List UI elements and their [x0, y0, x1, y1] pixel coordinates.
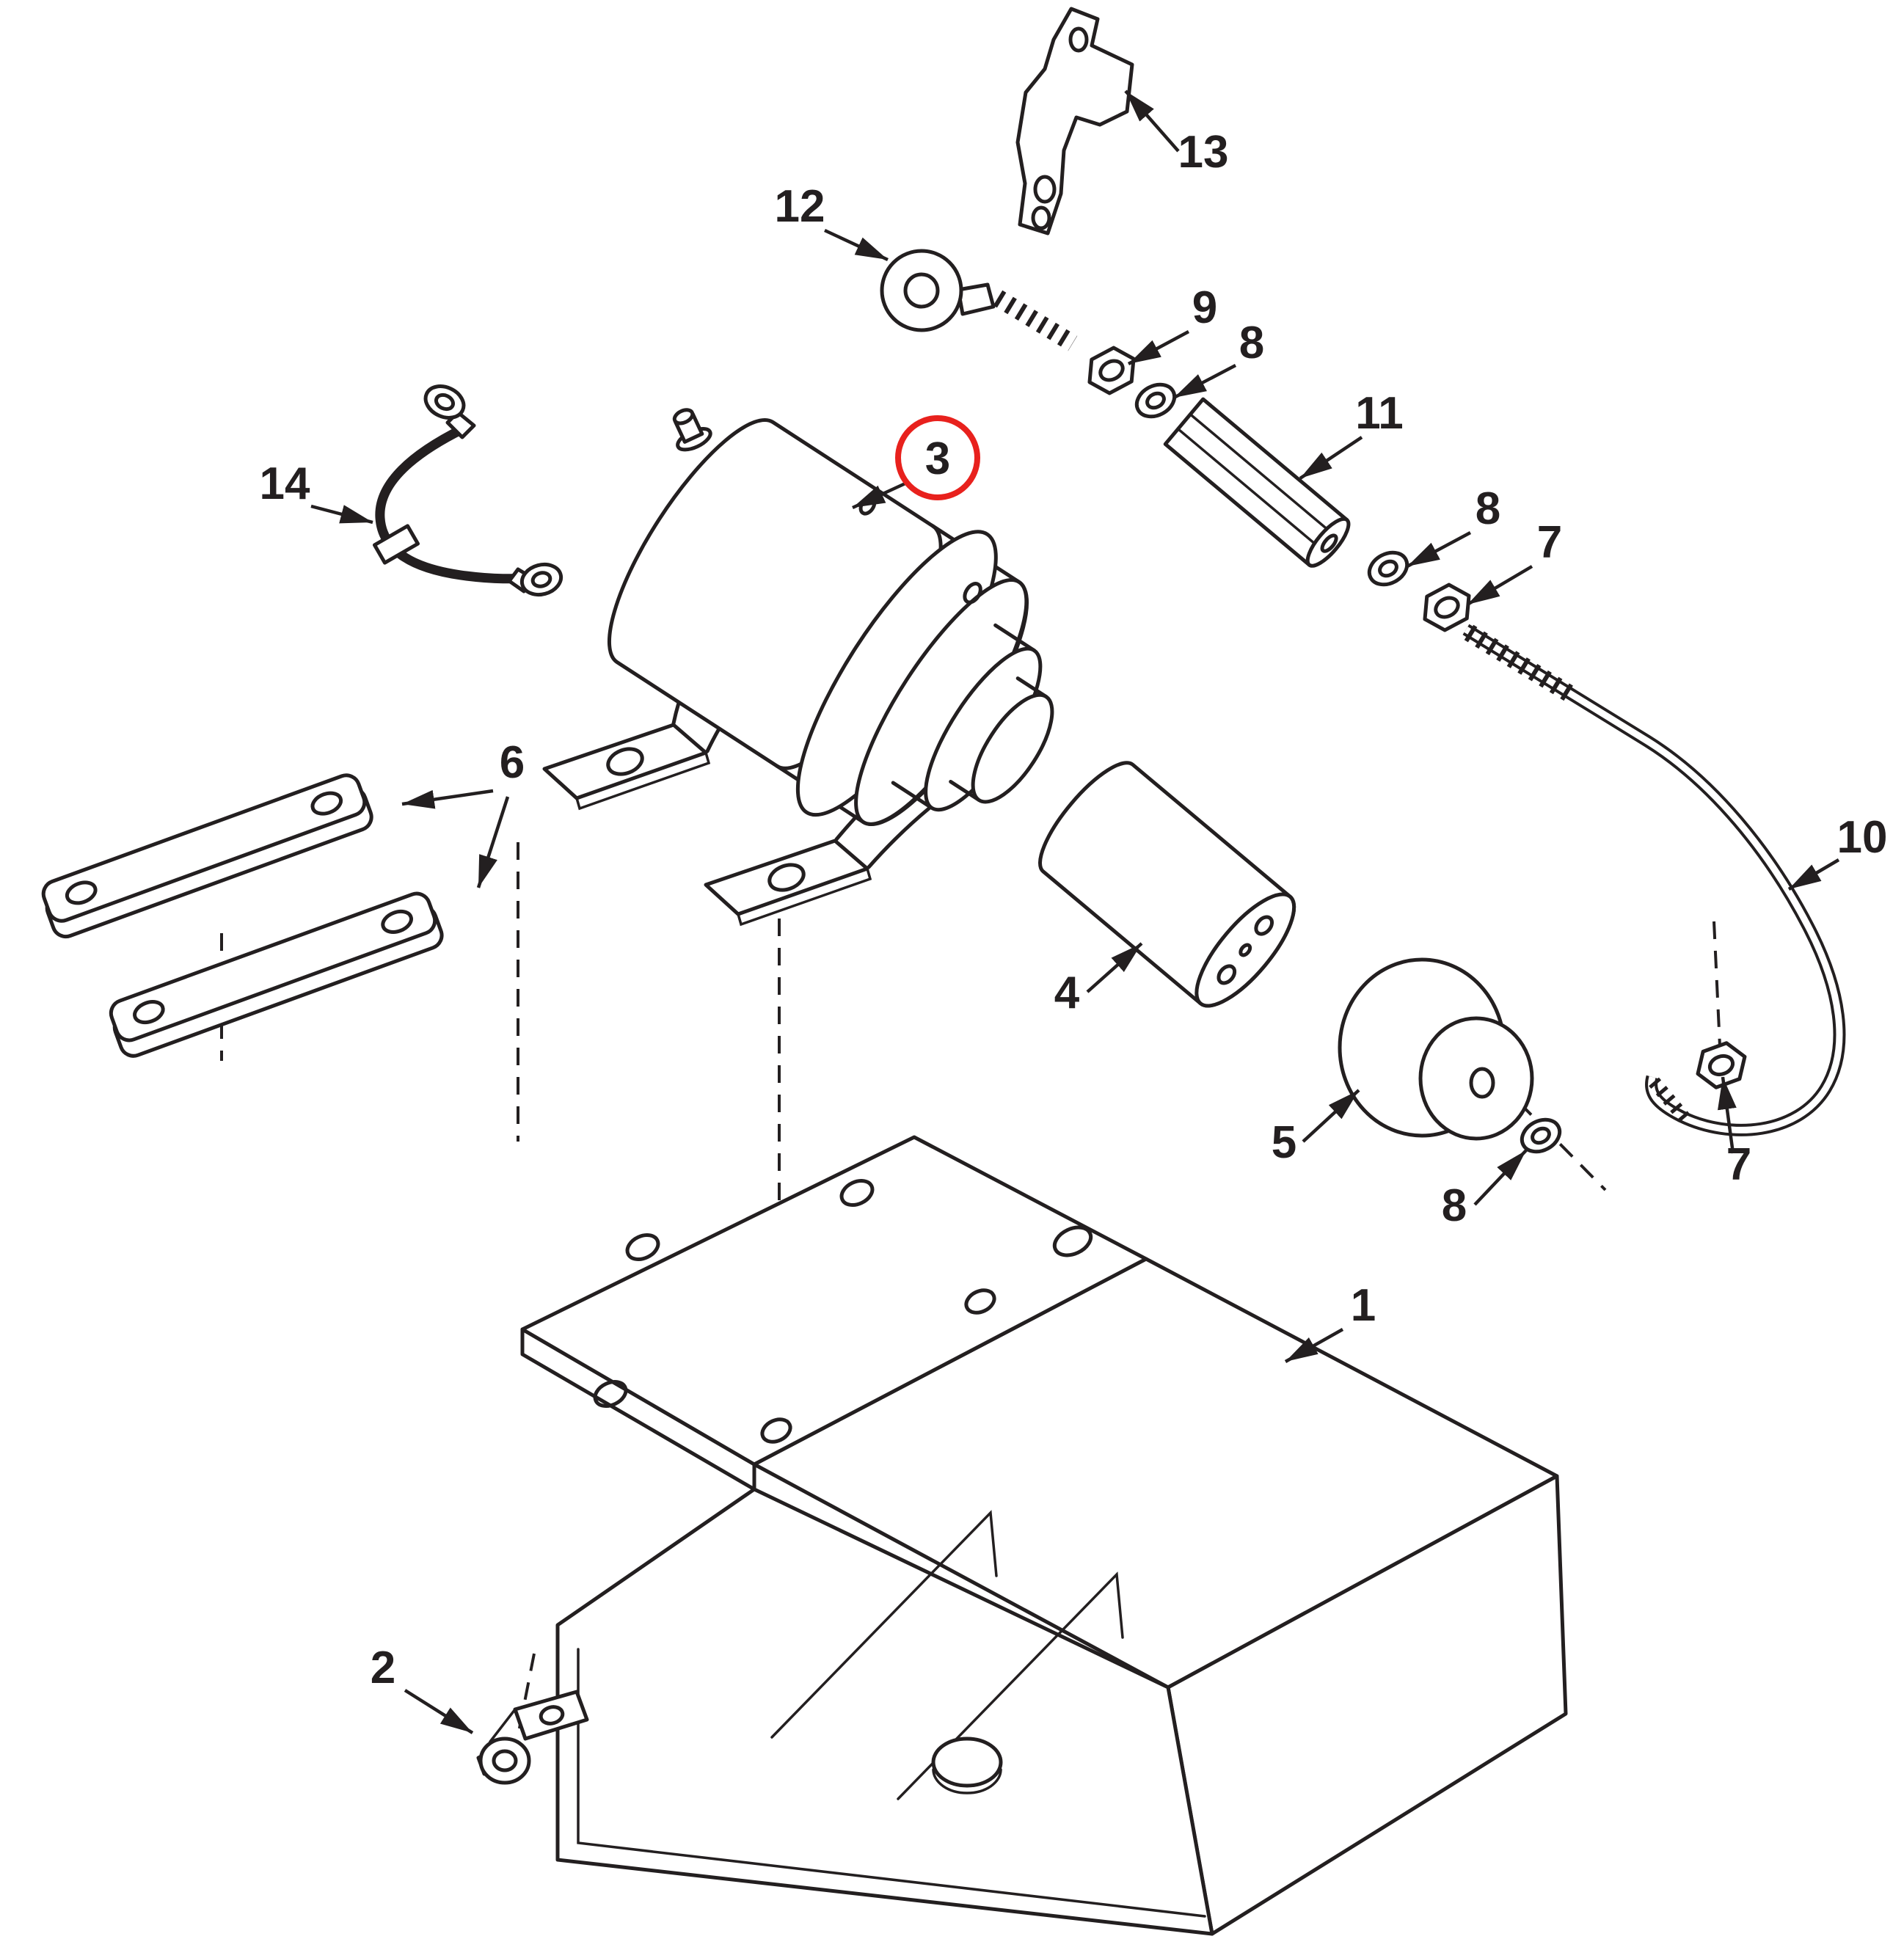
callout-12: 12 — [775, 181, 825, 232]
leader-line-8b — [1406, 531, 1472, 568]
part-1-base-drawing — [520, 1135, 1568, 1936]
callout-7a: 7 — [1537, 517, 1562, 568]
part-14-cable-drawing — [372, 384, 563, 597]
callout-13: 13 — [1178, 127, 1229, 178]
part-10-rod-drawing — [1462, 624, 1846, 1136]
leader-line-3 — [852, 481, 908, 510]
part-8-washer-b-drawing — [1364, 547, 1412, 591]
part-7-nut-b-drawing — [1691, 1039, 1751, 1092]
leader-line-7a — [1466, 565, 1533, 606]
leader-line-14 — [310, 504, 373, 525]
leader-line-1 — [1284, 1328, 1344, 1363]
leader-line-4 — [1086, 942, 1143, 993]
callout-6: 6 — [500, 737, 525, 788]
callout-1: 1 — [1351, 1280, 1376, 1331]
part-8-washer-a-drawing — [1131, 379, 1180, 423]
callout-8c: 8 — [1442, 1180, 1467, 1231]
leader-line-12 — [824, 228, 889, 262]
callout-3-highlighted: 3 — [925, 434, 950, 484]
callout-5: 5 — [1272, 1117, 1296, 1168]
leader-line-10 — [1787, 858, 1840, 891]
part-11-hex-spacer-drawing — [1163, 397, 1351, 568]
part-2-clamp-drawing — [476, 1690, 589, 1785]
callout-14: 14 — [260, 459, 310, 509]
leader-line-11 — [1299, 436, 1363, 480]
part-5-bumper-drawing — [1338, 957, 1534, 1141]
part-4-cylinder-drawing — [1038, 761, 1296, 1008]
leader-line-6b — [476, 796, 510, 888]
part-12-rod-end-drawing — [880, 249, 1078, 351]
leader-line-5 — [1302, 1089, 1360, 1143]
leader-line-6a — [401, 789, 494, 809]
callout-2: 2 — [371, 1643, 395, 1693]
leader-line-13 — [1124, 90, 1180, 153]
callout-9: 9 — [1192, 282, 1217, 333]
part-3-motor-drawing — [542, 408, 1054, 927]
leader-line-8a — [1172, 364, 1237, 399]
callout-7b: 7 — [1726, 1139, 1751, 1190]
highlight-circle — [895, 415, 980, 500]
callout-4: 4 — [1054, 968, 1080, 1018]
callout-8b: 8 — [1476, 483, 1500, 534]
leader-line-9 — [1127, 330, 1190, 365]
callout-labels: 13 12 9 8 11 8 7 3 14 6 10 4 5 7 8 1 2 — [260, 127, 1888, 1693]
callout-10: 10 — [1837, 812, 1888, 863]
part-9-nut-drawing — [1081, 342, 1142, 399]
part-6-straps-drawing — [41, 773, 444, 1058]
leader-line-8c — [1473, 1149, 1528, 1206]
leader-lines — [310, 90, 1840, 1734]
leader-line-7b — [1717, 1076, 1737, 1154]
leader-line-2 — [404, 1689, 474, 1734]
part-13-bracket-drawing — [1015, 7, 1134, 235]
callout-8a: 8 — [1239, 318, 1264, 368]
callout-11: 11 — [1355, 388, 1404, 439]
